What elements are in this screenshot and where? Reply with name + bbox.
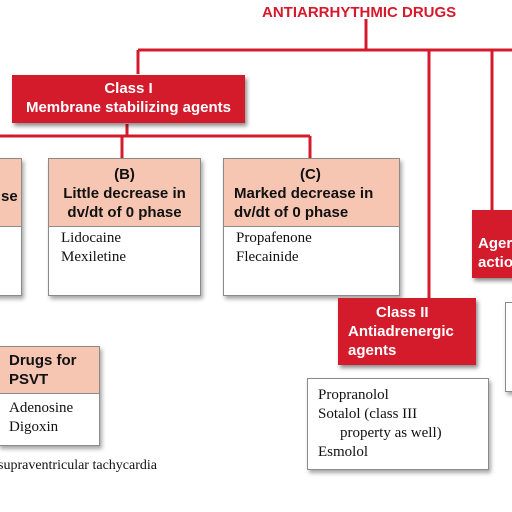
class1b-line1: Little decrease in: [63, 185, 186, 202]
class1b-card: (B) Little decrease in dv/dt of 0 phase …: [48, 158, 201, 296]
class1b-drugs: Lidocaine Mexiletine: [49, 227, 200, 267]
class3-box: Ager actio: [472, 210, 512, 278]
footnote: supraventricular tachycardia: [0, 458, 157, 473]
class1b-head: (B) Little decrease in dv/dt of 0 phase: [49, 159, 200, 227]
class1b-letter: (B): [114, 166, 135, 183]
class1a-head: se: [0, 159, 21, 227]
drug-sotalol: Sotalol (class III: [318, 406, 418, 422]
class2-box: Class II Antiadrenergic agents: [338, 298, 476, 365]
class3-line2: actio: [478, 254, 512, 271]
drug-flecainide: Flecainide: [236, 249, 299, 265]
class2-drugs-card: Propranolol Sotalol (class III property …: [307, 378, 489, 470]
class2-line2: Antiadrenergic: [348, 323, 454, 340]
class2-drugs: Propranolol Sotalol (class III property …: [318, 386, 488, 462]
class3-line1: Ager: [478, 235, 512, 252]
psvt-drugs: Adenosine Digoxin: [0, 394, 99, 437]
class1-line1: Class I: [104, 80, 153, 97]
class2-line1: Class II: [376, 304, 429, 321]
drug-adenosine: Adenosine: [9, 400, 74, 416]
class1-line2: Membrane stabilizing agents: [25, 99, 232, 116]
class1-box: Class I Membrane stabilizing agents: [12, 75, 245, 123]
class1c-drugs: Propafenone Flecainide: [224, 227, 399, 267]
drug-sotalol-note: property as well): [340, 425, 442, 441]
drug-esmolol: Esmolol: [318, 444, 369, 460]
drug-digoxin: Digoxin: [9, 419, 59, 435]
class3-drugs-card: [505, 302, 512, 392]
class1a-head-text: se: [1, 188, 18, 205]
class1c-head: (C) Marked decrease in dv/dt of 0 phase: [224, 159, 399, 227]
psvt-line1: Drugs for: [9, 352, 77, 369]
drug-lidocaine: Lidocaine: [61, 230, 121, 246]
psvt-head: Drugs for PSVT: [0, 347, 99, 394]
class1c-letter: (C): [300, 166, 321, 183]
drug-mexiletine: Mexiletine: [61, 249, 126, 265]
psvt-card: Drugs for PSVT Adenosine Digoxin: [0, 346, 100, 446]
drug-propafenone: Propafenone: [236, 230, 312, 246]
class1c-card: (C) Marked decrease in dv/dt of 0 phase …: [223, 158, 400, 296]
class1c-line1: Marked decrease in: [234, 185, 374, 202]
class1c-line2: dv/dt of 0 phase: [234, 204, 349, 221]
diagram-title: ANTIARRHYTHMIC DRUGS: [262, 4, 457, 21]
class2-line3: agents: [348, 342, 397, 359]
class1a-card: se: [0, 158, 22, 296]
psvt-line2: PSVT: [9, 371, 49, 388]
class1b-line2: dv/dt of 0 phase: [67, 204, 182, 221]
drug-propranolol: Propranolol: [318, 387, 389, 403]
